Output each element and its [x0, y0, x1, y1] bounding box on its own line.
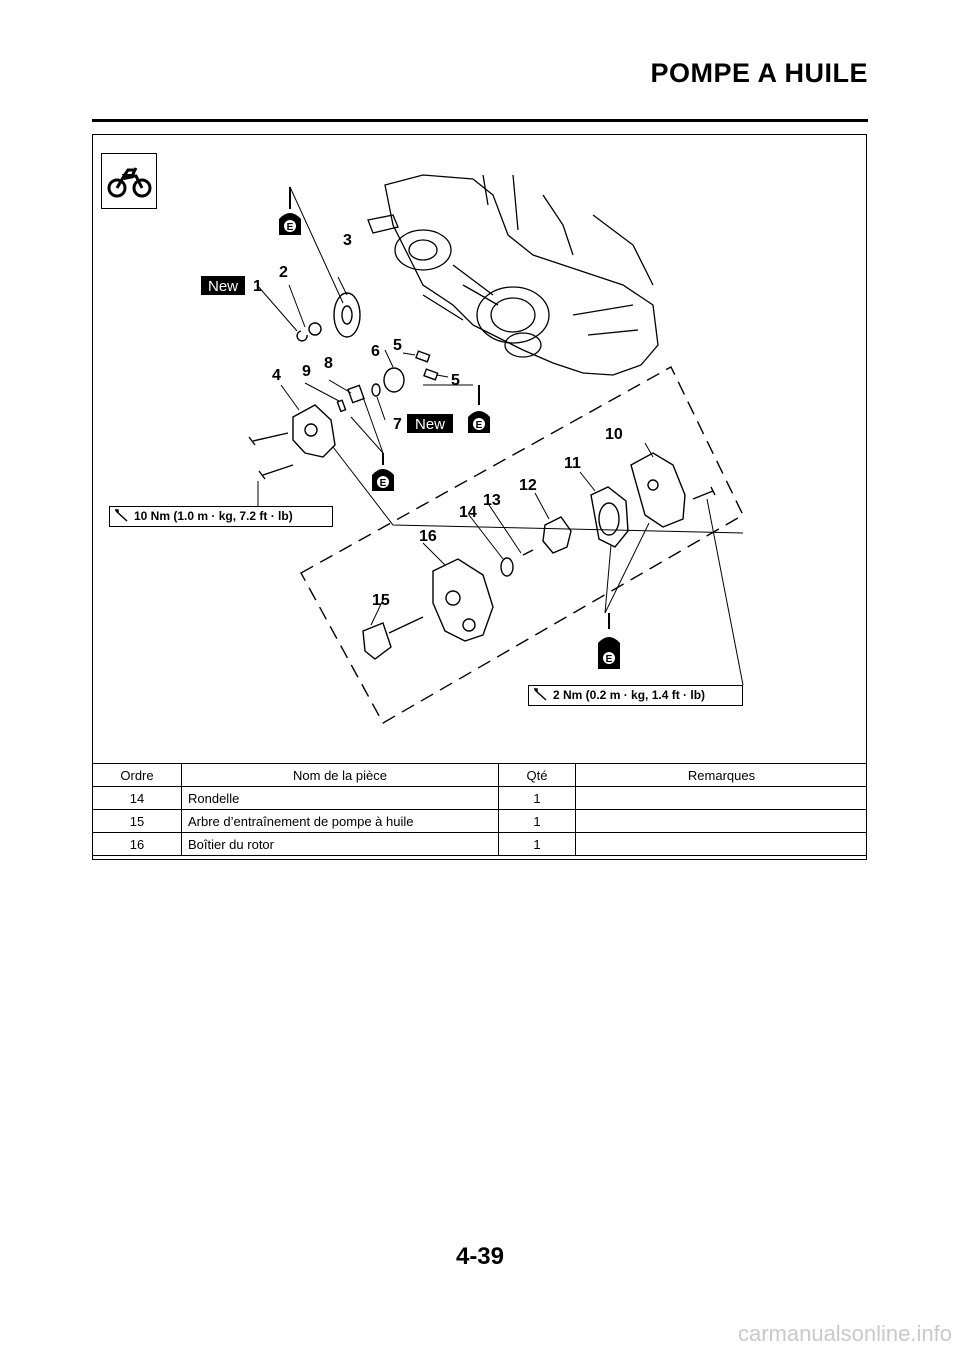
header-part-name: Nom de la pièce — [181, 763, 499, 787]
part-16-rotor-housing — [432, 558, 494, 642]
engine-oil-icon: E — [372, 453, 394, 491]
callout-11: 11 — [564, 455, 581, 472]
table-row: 16 Boîtier du rotor 1 — [93, 832, 867, 856]
callout-6: 6 — [371, 343, 380, 360]
engine-oil-icon: E — [279, 187, 301, 235]
crankcase-illustration — [367, 174, 659, 376]
leader-lines — [256, 186, 744, 686]
callout-5b: 5 — [451, 372, 460, 389]
part-7-oring — [371, 383, 381, 397]
header-qty: Qté — [498, 763, 576, 787]
bolt-lower — [258, 464, 294, 480]
svg-text:New: New — [415, 416, 445, 433]
part-12-inner-rotor — [542, 516, 572, 554]
torque-wrench-icon — [115, 509, 128, 522]
part-5-pin — [415, 350, 431, 363]
header-order: Ordre — [93, 763, 182, 787]
cell-qty: 1 — [498, 809, 576, 833]
title-divider — [92, 119, 868, 122]
cell-part-name: Boîtier du rotor — [181, 832, 499, 856]
oil-pump-exploded-diagram: 1 2 3 4 5 5 6 7 8 9 10 11 12 13 14 15 16… — [201, 174, 744, 724]
part-1-circlip — [296, 330, 308, 342]
cell-remarks — [575, 809, 867, 833]
part-9-pin — [336, 399, 347, 413]
callout-13: 13 — [483, 492, 501, 509]
torque-spec-2nm: 2 Nm (0.2 m · kg, 1.4 ft · lb) — [528, 685, 743, 706]
part-11-outer-rotor — [590, 486, 629, 548]
torque-spec-10nm: 10 Nm (1.0 m · kg, 7.2 ft · lb) — [109, 506, 333, 527]
table-header-row: Ordre Nom de la pièce Qté Remarques — [93, 763, 867, 787]
table-row: 15 Arbre d’entraînement de pompe à huile… — [93, 809, 867, 833]
part-14-washer — [500, 557, 514, 577]
cell-remarks — [575, 832, 867, 856]
callout-16: 16 — [419, 528, 437, 545]
callout-9: 9 — [302, 363, 311, 380]
part-15-drive-shaft — [362, 616, 424, 660]
page-title: POMPE A HUILE — [650, 58, 868, 88]
cell-qty: 1 — [498, 786, 576, 810]
part-3-gear — [333, 292, 361, 338]
callout-7: 7 — [393, 416, 402, 433]
svg-text:E: E — [476, 420, 483, 431]
svg-text:E: E — [287, 222, 294, 233]
svg-text:E: E — [380, 478, 387, 489]
engine-oil-icon: E — [468, 385, 490, 433]
torque-value: 2 Nm (0.2 m · kg, 1.4 ft · lb) — [553, 688, 706, 702]
svg-text:New: New — [208, 278, 238, 295]
watermark: carmanualsonline.info — [737, 1321, 952, 1346]
part-6-rotor — [383, 367, 405, 393]
callout-numbers: 1 2 3 4 5 5 6 7 8 9 10 11 12 13 14 15 16 — [253, 232, 623, 609]
cell-qty: 1 — [498, 832, 576, 856]
cover-bolt — [692, 486, 716, 500]
part-4-pump-body — [292, 404, 336, 458]
table-row: 14 Rondelle 1 — [93, 786, 867, 810]
callout-3: 3 — [343, 232, 352, 249]
exploded-view-frame: 1 2 3 4 5 5 6 7 8 9 10 11 12 13 14 15 16… — [92, 134, 867, 860]
cell-remarks — [575, 786, 867, 810]
cell-order: 15 — [93, 809, 182, 833]
callout-12: 12 — [519, 477, 537, 494]
part-13-pin — [522, 549, 534, 556]
part-2-washer — [308, 322, 322, 336]
callout-2: 2 — [279, 264, 288, 281]
torque-value: 10 Nm (1.0 m · kg, 7.2 ft · lb) — [134, 509, 293, 523]
torque-wrench-icon — [534, 688, 547, 701]
part-8-rotor — [347, 384, 365, 404]
new-label-7: New — [407, 414, 453, 433]
part-5-pin-b — [423, 368, 439, 381]
callout-4: 4 — [272, 367, 281, 384]
new-label-1: New — [201, 276, 245, 295]
motorcycle-icon — [101, 153, 157, 209]
cell-order: 16 — [93, 832, 182, 856]
engine-oil-icon: E — [598, 613, 620, 669]
cell-part-name: Arbre d’entraînement de pompe à huile — [181, 809, 499, 833]
pump-parts — [248, 292, 716, 660]
callout-10: 10 — [605, 426, 623, 443]
callout-8: 8 — [324, 355, 333, 372]
subassembly-outline — [300, 366, 744, 724]
bolt-upper — [248, 432, 289, 446]
callout-15: 15 — [372, 592, 390, 609]
part-10-cover — [630, 452, 686, 528]
callout-1: 1 — [253, 278, 262, 295]
cell-order: 14 — [93, 786, 182, 810]
svg-text:E: E — [606, 654, 613, 665]
page-number: 4-39 — [455, 1243, 505, 1270]
header-remarks: Remarques — [575, 763, 867, 787]
cell-part-name: Rondelle — [181, 786, 499, 810]
parts-table: Ordre Nom de la pièce Qté Remarques 14 R… — [93, 763, 867, 856]
callout-5: 5 — [393, 337, 402, 354]
callout-14: 14 — [459, 504, 477, 521]
